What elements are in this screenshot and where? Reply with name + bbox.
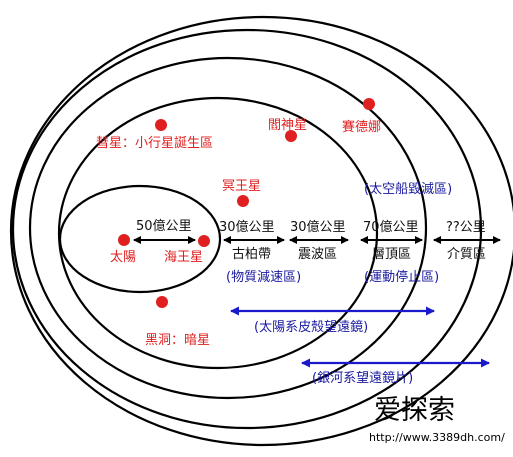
galaxy-telescope-note: (銀河系望遠鏡片): [312, 370, 413, 386]
comet-dot: [155, 119, 167, 131]
motion-stop-note: (運動停止區): [364, 269, 439, 285]
kuiper-belt-label: 古柏帶: [232, 247, 271, 262]
neptune-label: 海王星: [164, 250, 203, 265]
interstellar-medium-label: 介質區: [447, 247, 486, 262]
distance-label-3: 30億公里: [290, 219, 346, 235]
uranus-label: 閻神星: [268, 118, 307, 133]
sedna-dot: [363, 98, 375, 110]
uranus-dot: [285, 130, 297, 142]
sun-label: 太陽: [110, 250, 136, 265]
distance-label-1: 50億公里: [136, 218, 192, 234]
sun-dot: [118, 234, 130, 246]
pluto-label: 冥王星: [222, 179, 261, 194]
distance-label-4: 70億公里: [363, 219, 419, 235]
solar-telescope-note: (太陽系皮殼望遠鏡): [254, 319, 368, 335]
spacecraft-destruction-note: (太空船毀滅區): [364, 182, 452, 197]
black-hole-label: 黑洞：暗星: [145, 333, 210, 348]
matter-deceleration-note: (物質減速區): [226, 269, 301, 285]
neptune-dot: [198, 235, 210, 247]
comet-region-label: 彗星：小行星誕生區: [96, 136, 213, 151]
watermark-logo-text: 爱探索: [374, 395, 455, 426]
distance-label-5: ??公里: [446, 220, 486, 235]
sedna-label: 賽德娜: [342, 119, 381, 135]
termination-shock-label: 震波區: [298, 247, 337, 262]
heliopause-label: 層頂區: [372, 247, 411, 262]
boundary-interstellar: [9, 15, 513, 447]
boundary-kuiper-belt: [57, 96, 379, 370]
pluto-dot: [237, 195, 249, 207]
distance-label-2: 30億公里: [219, 219, 275, 235]
watermark-url: http://www.3389dh.com/: [369, 431, 505, 444]
black-hole-dot: [156, 296, 168, 308]
boundary-termination-shock: [28, 56, 428, 400]
boundary-heliopause: [11, 28, 483, 430]
